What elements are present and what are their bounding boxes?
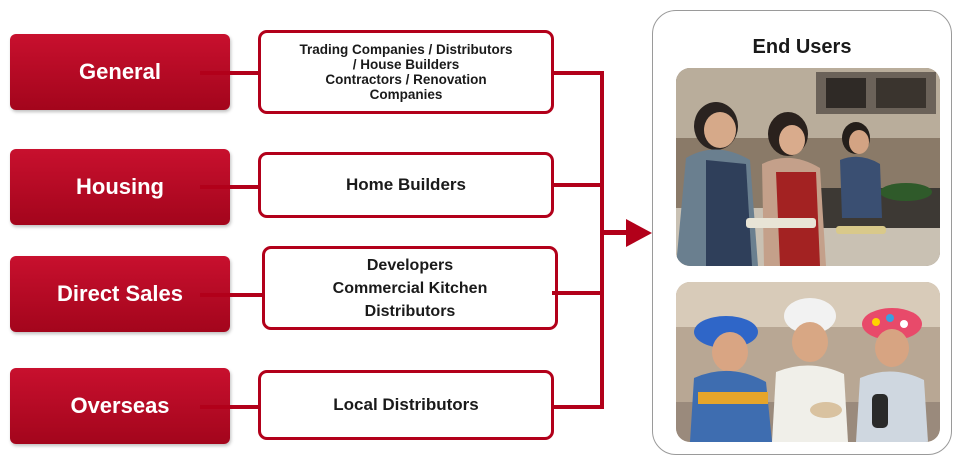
- channel-direct-sales: Direct Sales: [10, 256, 230, 332]
- partner-housing-line-1: Home Builders: [346, 175, 466, 194]
- partner-overseas-line-1: Local Distributors: [333, 395, 479, 414]
- connector-direct-sales: [200, 293, 262, 297]
- partner-general-line-4: Companies: [369, 87, 443, 102]
- channel-general: General: [10, 34, 230, 110]
- arrow-head-icon: [626, 219, 652, 247]
- channel-general-label: General: [79, 59, 161, 84]
- partner-box-general: Trading Companies / Distributors / House…: [258, 30, 554, 114]
- channel-housing: Housing: [10, 149, 230, 225]
- connector-general: [200, 71, 260, 75]
- arrow-shaft: [604, 230, 630, 235]
- connector-overseas: [200, 405, 260, 409]
- bracket-housing-arm: [552, 183, 604, 187]
- end-users-title: End Users: [752, 36, 852, 58]
- partner-general-line-1: Trading Companies / Distributors: [299, 42, 513, 57]
- bracket-vertical: [600, 71, 604, 409]
- photo-kids-cooking: [676, 282, 940, 442]
- partner-box-housing: Home Builders: [258, 152, 554, 218]
- bracket-bottom-arm: [552, 405, 604, 409]
- channel-direct-sales-label: Direct Sales: [57, 281, 183, 306]
- partner-box-direct-sales: Developers Commercial Kitchen Distributo…: [262, 246, 558, 330]
- bracket-top-arm: [552, 71, 604, 75]
- bracket-direct-arm: [552, 291, 604, 295]
- channel-overseas: Overseas: [10, 368, 230, 444]
- partner-direct-sales-line-3: Distributors: [364, 302, 456, 320]
- channel-housing-label: Housing: [76, 174, 164, 199]
- partner-direct-sales-line-1: Developers: [366, 256, 454, 274]
- partner-direct-sales-line-2: Commercial Kitchen: [332, 279, 488, 297]
- photo-adults-cooking: [676, 68, 940, 266]
- channel-overseas-label: Overseas: [70, 393, 170, 418]
- partner-general-line-3: Contractors / Renovation: [325, 72, 487, 87]
- partner-general-line-2: / House Builders: [352, 57, 460, 72]
- partner-box-overseas: Local Distributors: [258, 370, 554, 440]
- connector-housing: [200, 185, 260, 189]
